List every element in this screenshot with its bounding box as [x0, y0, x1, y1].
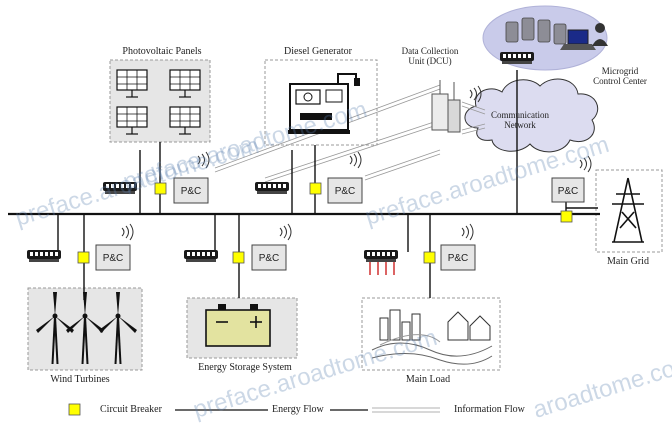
pc-label: P&C	[103, 253, 124, 264]
communication-cloud	[464, 78, 599, 153]
transmission-tower-icon	[612, 177, 644, 243]
dcu-device-icon	[431, 80, 461, 133]
network-switch-icon	[103, 182, 137, 194]
legend-info-label: Information Flow	[454, 404, 525, 415]
legend-breaker-swatch	[68, 403, 81, 416]
network-switch-icon	[27, 250, 61, 262]
laptop-icon	[560, 29, 596, 50]
diesel-label: Diesel Generator	[283, 46, 353, 57]
pc-label: P&C	[181, 186, 202, 197]
city-load-icon	[371, 309, 493, 365]
pc-label: P&C	[558, 186, 579, 197]
pc-label: P&C	[259, 253, 280, 264]
mgcc-label: Microgrid Control Center	[593, 66, 647, 86]
legend-energy-label: Energy Flow	[272, 404, 324, 415]
network-switch-icon	[364, 250, 398, 262]
battery-icon	[205, 304, 271, 347]
wireless-icon	[461, 223, 474, 241]
pc-label: P&C	[335, 186, 356, 197]
load-box	[361, 297, 501, 371]
wireless-icon	[279, 223, 292, 241]
dcu-label: Data Collection Unit (DCU)	[401, 46, 459, 66]
legend-breaker-label: Circuit Breaker	[100, 404, 162, 415]
pv-label: Photovoltaic Panels	[122, 46, 202, 57]
network-switch-icon	[255, 182, 289, 194]
server-icon	[505, 17, 567, 45]
pc-label: P&C	[448, 253, 469, 264]
wireless-icon	[349, 151, 362, 169]
network-switch-icon	[500, 52, 534, 64]
circuit-breakers	[77, 182, 573, 264]
wireless-icon	[121, 223, 134, 241]
main-grid-label: Main Grid	[607, 256, 649, 267]
ess-label: Energy Storage System	[198, 362, 292, 373]
pc-labels: P&C P&C P&C P&C P&C P&C	[103, 186, 579, 264]
load-feeder-red	[369, 262, 395, 275]
network-switch-icon	[184, 250, 218, 262]
diesel-generator-icon	[288, 73, 360, 134]
operator-icon	[592, 23, 608, 46]
pc-controllers	[95, 177, 585, 271]
wireless-icon	[579, 155, 592, 173]
communication-network-label: Communication Network	[491, 110, 549, 130]
load-label: Main Load	[405, 374, 451, 385]
wind-label: Wind Turbines	[50, 374, 110, 385]
wireless-icon	[197, 151, 210, 169]
